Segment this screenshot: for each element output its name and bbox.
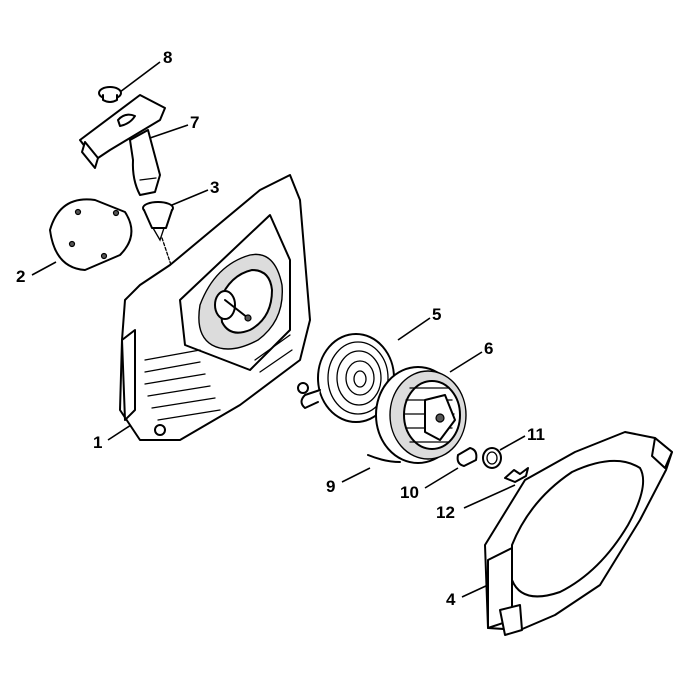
callout-7: 7 [190, 113, 199, 132]
housing-vent-grille [144, 334, 293, 421]
callout-3: 3 [210, 178, 219, 197]
part-12-spring-clip[interactable] [504, 467, 529, 483]
part-11-washer[interactable] [482, 447, 502, 469]
part-1-fan-housing[interactable] [119, 174, 311, 441]
callout-8: 8 [163, 48, 172, 67]
callout-4: 4 [446, 590, 456, 609]
part-10-pawl[interactable] [456, 447, 478, 467]
leader-lines [31, 61, 526, 598]
callout-12: 12 [436, 503, 455, 522]
part-8-handle-cap[interactable] [98, 86, 122, 103]
part-9-starter-rope[interactable] [367, 454, 401, 463]
callout-5: 5 [432, 305, 441, 324]
part-5-rewind-spring[interactable] [300, 333, 395, 423]
callout-9: 9 [326, 477, 335, 496]
part-6-rope-rotor[interactable] [375, 366, 467, 464]
callout-1: 1 [93, 433, 102, 452]
callout-6: 6 [484, 339, 493, 358]
part-4-fan-shroud[interactable] [484, 431, 673, 636]
callout-11: 11 [527, 425, 545, 444]
part-3-rope-guide[interactable] [142, 201, 174, 269]
callout-2: 2 [16, 267, 25, 286]
part-7-starter-grip[interactable] [79, 94, 166, 196]
part-2-cover-plate[interactable] [49, 198, 133, 271]
callout-10: 10 [400, 483, 419, 502]
callout-labels: 8 7 3 2 1 5 6 11 9 10 12 4 [16, 48, 545, 609]
